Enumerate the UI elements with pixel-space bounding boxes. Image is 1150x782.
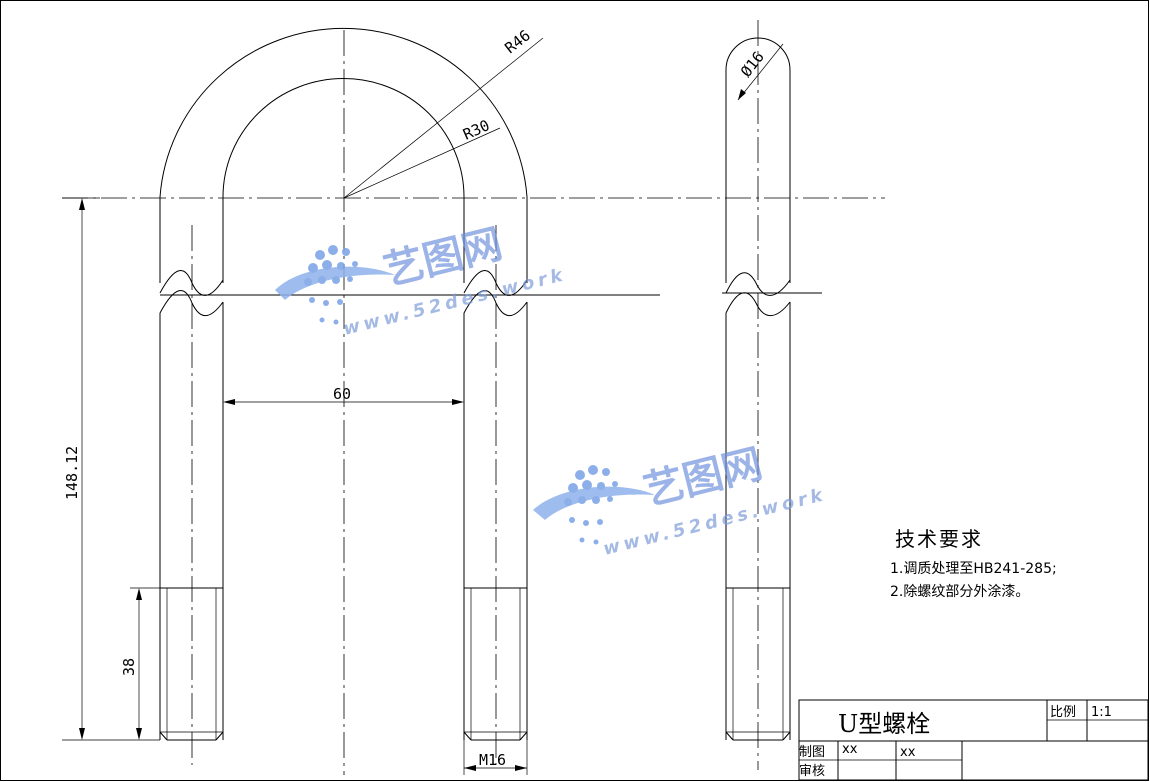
- svg-text:M16: M16: [479, 751, 506, 769]
- svg-text:148.12: 148.12: [63, 446, 81, 500]
- dimension-148-12: 148.12: [62, 197, 160, 741]
- notes-line-1: 1.调质处理至HB241-285;: [890, 561, 1057, 577]
- break-left-top: [159, 270, 224, 296]
- drawn-date: xx: [900, 745, 916, 760]
- dimension-38: 38: [120, 587, 160, 740]
- side-view: Ø16: [725, 20, 791, 770]
- svg-text:60: 60: [333, 385, 351, 403]
- drawn-label: 制图: [799, 745, 825, 760]
- notes-title: 技术要求: [895, 527, 983, 551]
- dim-dia16: Ø16: [737, 48, 768, 80]
- part-name: U型螺栓: [838, 710, 930, 738]
- watermark-1: 艺图网 www.52des.work: [275, 221, 569, 340]
- dim-r46: R46: [501, 26, 533, 57]
- outer-arc: [159, 27, 528, 198]
- check-label: 审核: [799, 764, 825, 779]
- watermark-2: 艺图网 www.52des.work: [533, 441, 829, 560]
- break-left-bottom: [159, 290, 224, 317]
- dimension-60: 60: [223, 385, 464, 405]
- inner-arc: [222, 78, 465, 198]
- dimension-m16: M16: [463, 740, 528, 775]
- dim-r30: R30: [460, 116, 492, 143]
- scale-value: 1:1: [1091, 705, 1112, 720]
- title-block: U型螺栓 比例 1:1 制图 审核 xx xx: [798, 699, 1149, 781]
- drawn-by: xx: [842, 742, 858, 757]
- front-view: [159, 27, 528, 775]
- technical-notes: 技术要求 1.调质处理至HB241-285; 2.除螺纹部分外涂漆。: [890, 527, 1057, 600]
- notes-line-2: 2.除螺纹部分外涂漆。: [890, 584, 1029, 600]
- scale-label: 比例: [1050, 705, 1076, 720]
- svg-text:38: 38: [120, 658, 138, 676]
